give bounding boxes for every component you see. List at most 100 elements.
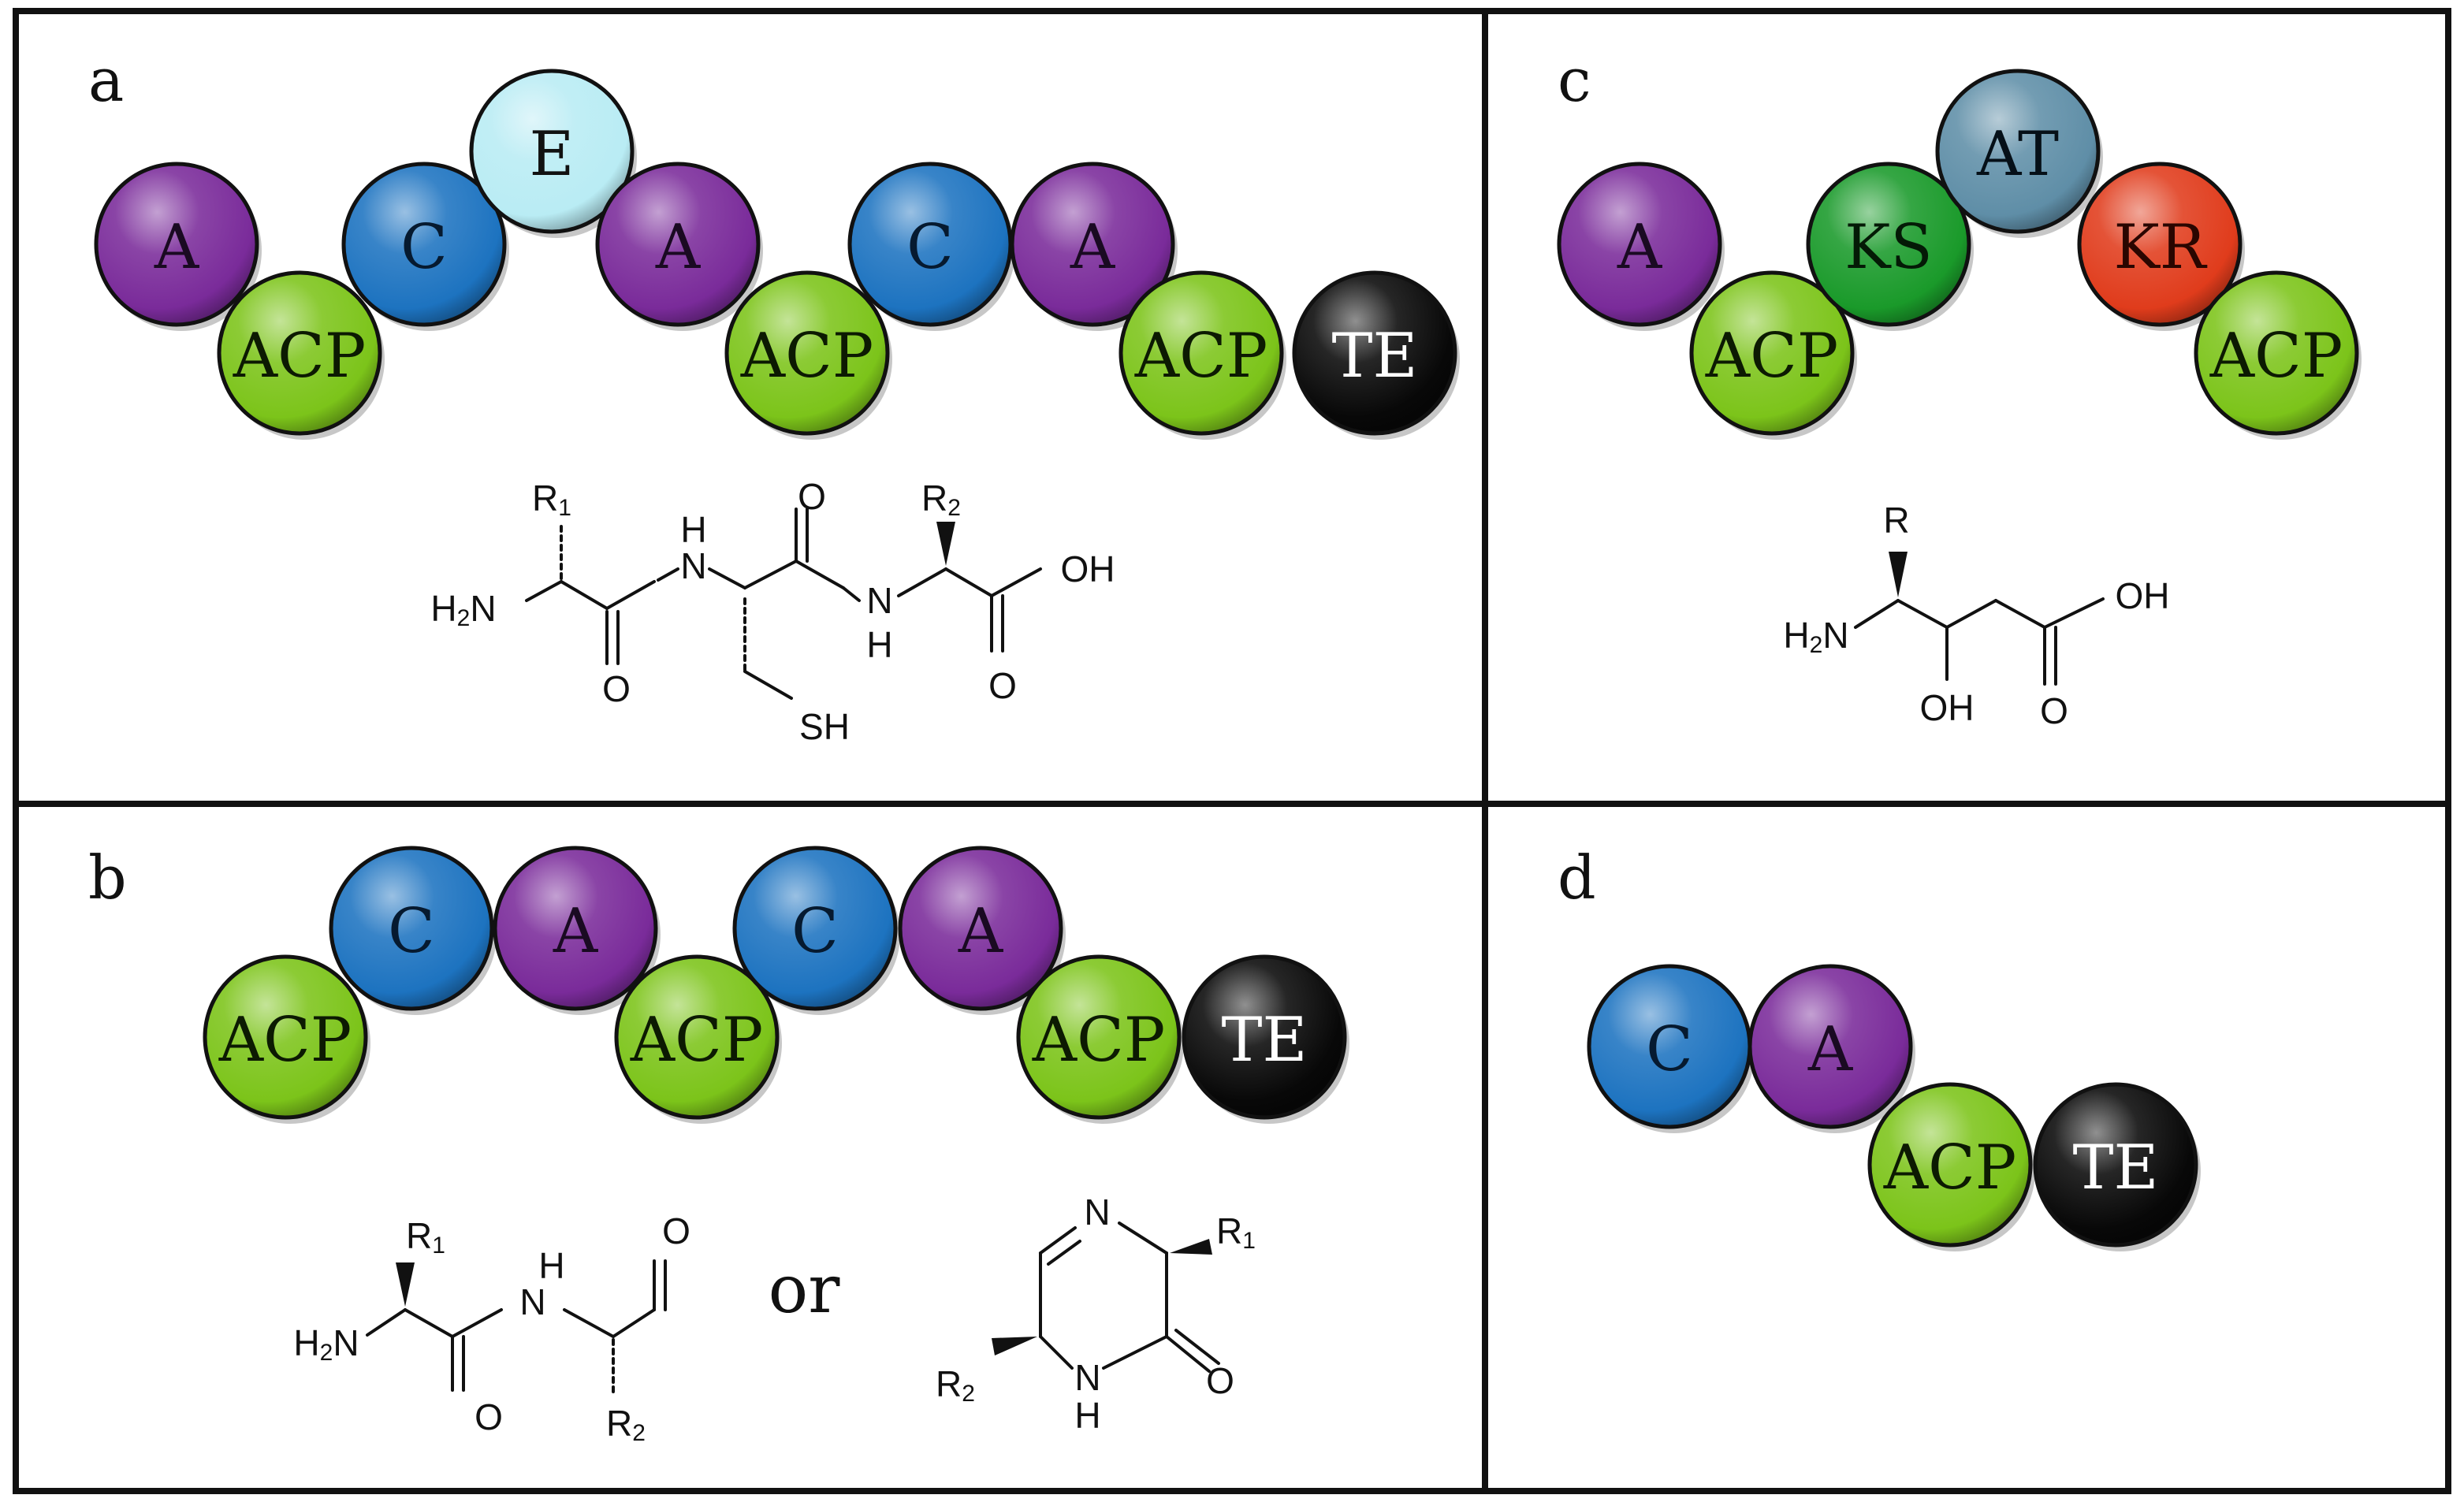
domain-a-sphere: A [1748, 964, 1915, 1133]
domain-ball [217, 270, 382, 436]
panel-b-letter: b [88, 842, 127, 913]
panel-b-left-r1: R1 [406, 1215, 445, 1259]
panel-b-left-amine: H2N [293, 1322, 359, 1366]
panel-a-bonds [525, 508, 1042, 700]
or-word: or [769, 1251, 841, 1328]
domain-label: A [958, 896, 1004, 967]
domain-acp-sphere: ACP [2194, 270, 2362, 440]
domain-label: TE [2073, 1132, 2159, 1203]
domain-a-sphere: A [1557, 162, 1725, 331]
domain-label: ACP [630, 1005, 764, 1076]
panel-c-hydroxyl: OH [1920, 687, 1975, 728]
domain-ball [1118, 270, 1284, 436]
domain-at-sphere: AT [1935, 69, 2103, 238]
domain-a-sphere: A [1010, 162, 1178, 331]
panel-a-amine: H2N [430, 588, 496, 631]
panel-b-structure-left: R1 R2 H2N N H O O [293, 1210, 690, 1446]
panel-a-letter: a [88, 45, 124, 115]
domain-ball [1292, 270, 1457, 436]
domain-ball [1182, 954, 1347, 1120]
panel-c-letter: c [1558, 45, 1591, 115]
domain-ball [1689, 270, 1855, 436]
panel-b-left-o1: O [475, 1396, 503, 1437]
panel-a-nh1-h: H [680, 509, 706, 550]
domain-ball [94, 162, 259, 327]
panel-a-oh: OH [1061, 548, 1115, 589]
domain-c-sphere: C [329, 846, 497, 1015]
domain-acp-sphere: ACP [1867, 1082, 2035, 1251]
domain-label: ACP [2209, 321, 2343, 392]
panel-a-r2: R2 [921, 478, 961, 521]
domain-e-sphere: E [469, 69, 637, 238]
domain-label: A [154, 212, 200, 283]
domain-label: A [553, 896, 599, 967]
domain-a-sphere: A [493, 846, 661, 1015]
panel-a-o2: O [798, 476, 826, 517]
domain-a-sphere: A [898, 846, 1066, 1015]
domain-label: A [1807, 1014, 1854, 1085]
domain-label: C [906, 212, 954, 283]
domain-label: KS [1844, 212, 1933, 283]
domain-acp-sphere: ACP [724, 270, 892, 440]
domain-acp-sphere: ACP [1016, 954, 1184, 1124]
domain-ball [329, 846, 494, 1011]
panel-c-bonds [1854, 552, 2105, 686]
domain-te-sphere: TE [1292, 270, 1460, 440]
domain-label: TE [1222, 1005, 1308, 1076]
panel-c-structure: R H2N OH OH O [1783, 500, 2169, 731]
domain-label: ACP [233, 321, 367, 392]
panel-b-left-r2: R2 [606, 1403, 646, 1446]
panel-c-carbonyl-o: O [2040, 690, 2068, 731]
domain-label: ACP [1883, 1132, 2017, 1203]
domain-ball [1010, 162, 1175, 327]
domain-ball [898, 846, 1063, 1011]
domain-te-sphere: TE [2033, 1082, 2201, 1251]
domain-ball [341, 162, 507, 327]
domain-label: ACP [1705, 321, 1839, 392]
domain-ball [493, 846, 658, 1011]
domain-acp-sphere: ACP [203, 954, 370, 1124]
panel-b-left-h: H [538, 1245, 564, 1286]
domain-label: C [388, 896, 435, 967]
domain-acp-sphere: ACP [1689, 270, 1857, 440]
panel-b-right-n-bottom: N [1074, 1357, 1100, 1398]
panel-frames [13, 8, 2451, 1494]
panel-a-r1: R1 [532, 478, 571, 521]
domain-acp-sphere: ACP [614, 954, 782, 1124]
domain-c-sphere: C [1587, 964, 1755, 1133]
domain-ball [1867, 1082, 2033, 1248]
domain-label: AT [1976, 119, 2059, 190]
domain-kr-sphere: KR [2077, 162, 2245, 331]
panel-a-nh1-n: N [680, 545, 706, 586]
domain-label: ACP [1134, 321, 1268, 392]
domain-acp-sphere: ACP [1118, 270, 1286, 440]
domain-label: ACP [1032, 1005, 1166, 1076]
domain-ball [469, 69, 635, 234]
panel-d-frame [1482, 801, 2451, 1494]
panel-c-acid-oh: OH [2116, 575, 2170, 616]
panel-b-right-o: O [1206, 1360, 1234, 1401]
domain-label: A [1070, 212, 1116, 283]
domain-ball [732, 846, 898, 1011]
domain-label: C [400, 212, 448, 283]
domain-c-sphere: C [847, 162, 1015, 331]
panel-a-o3: O [988, 665, 1017, 706]
panel-b-left-bonds [366, 1259, 667, 1396]
panel-d-domain-chain: C A ACP TE [1587, 964, 2201, 1251]
domain-a-sphere: A [94, 162, 262, 331]
domain-ball [203, 954, 368, 1120]
domain-ball [1016, 954, 1182, 1120]
domain-ball [2194, 270, 2359, 436]
domain-label: C [1646, 1014, 1693, 1085]
domain-label: E [530, 119, 575, 190]
domain-ks-sphere: KS [1806, 162, 1974, 331]
panel-d-letter: d [1558, 842, 1596, 913]
domain-label: ACP [218, 1005, 352, 1076]
domain-ball [1806, 162, 1971, 327]
domain-label: A [655, 212, 702, 283]
domain-c-sphere: C [341, 162, 509, 331]
panel-a-nh2-h: H [866, 624, 892, 665]
